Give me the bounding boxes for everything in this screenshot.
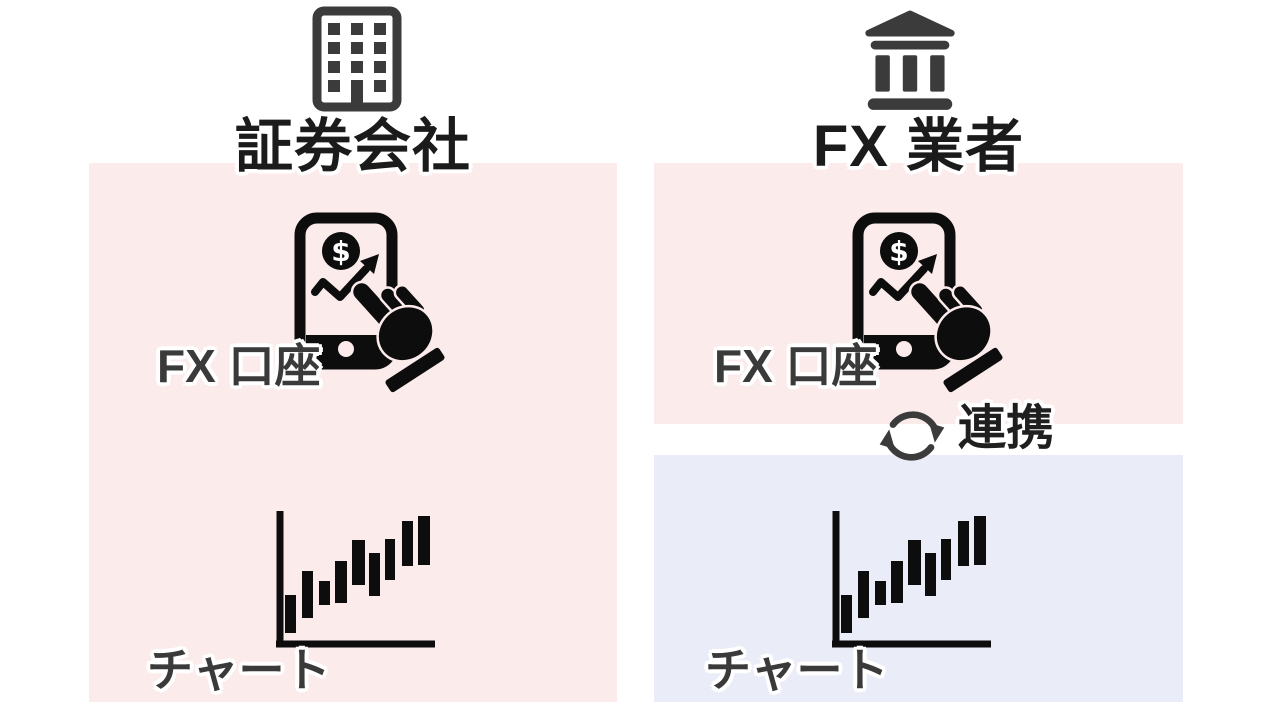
- svg-text:$: $: [331, 235, 350, 268]
- bank-icon: [865, 10, 955, 110]
- candlestick-chart-icon: [276, 511, 435, 648]
- smartphone-trading-tap-icon: $: [852, 212, 1006, 393]
- tap-hand-icon: [350, 280, 448, 393]
- candlestick-chart-icon: [832, 511, 991, 648]
- left-account-label: FX 口座: [157, 340, 321, 392]
- left-chart-label: チャート: [147, 644, 331, 696]
- tap-hand-icon: [908, 280, 1006, 393]
- smartphone-trading-tap-icon: $: [294, 212, 448, 393]
- svg-text:$: $: [889, 235, 908, 268]
- right-chart-label: チャート: [705, 644, 889, 696]
- right-column-title: FX 業者: [812, 114, 1025, 179]
- office-building-icon: [312, 6, 402, 112]
- right-account-label: FX 口座: [714, 340, 878, 392]
- left-column-title: 証券会社: [234, 114, 471, 179]
- sync-arrows-icon: [879, 411, 945, 461]
- link-label: 連携: [958, 402, 1055, 455]
